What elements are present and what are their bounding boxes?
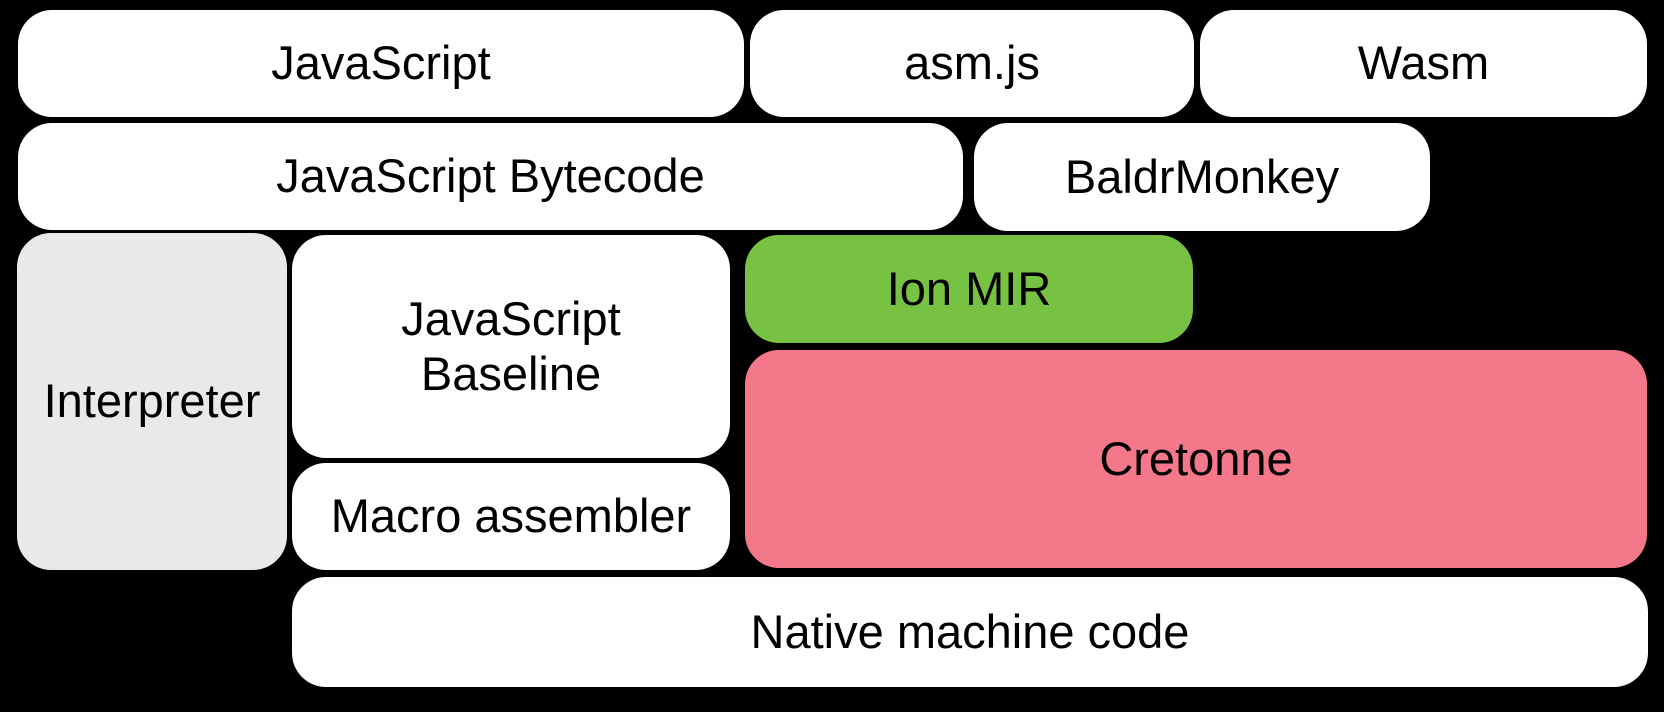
node-cretonne-label: Cretonne (1099, 431, 1293, 485)
node-asmjs: asm.js (750, 10, 1194, 117)
node-baldrmonkey-label: BaldrMonkey (1064, 149, 1340, 203)
node-ion-mir: Ion MIR (745, 235, 1193, 343)
node-ion-mir-label: Ion MIR (886, 261, 1052, 315)
node-javascript-baseline-label: JavaScript Baseline (401, 291, 621, 400)
node-macro-assembler: Macro assembler (292, 463, 730, 570)
node-javascript-label: JavaScript (271, 36, 491, 90)
node-asmjs-label: asm.js (904, 36, 1040, 90)
node-native-machine-code-label: Native machine code (750, 604, 1190, 658)
node-interpreter: Interpreter (17, 233, 287, 570)
node-javascript-bytecode: JavaScript Bytecode (18, 123, 963, 230)
node-interpreter-label: Interpreter (43, 374, 261, 428)
node-cretonne: Cretonne (745, 350, 1647, 568)
node-javascript-bytecode-label: JavaScript Bytecode (276, 149, 705, 203)
node-wasm-label: Wasm (1357, 36, 1490, 90)
node-javascript-baseline: JavaScript Baseline (292, 235, 730, 458)
node-wasm: Wasm (1200, 10, 1647, 117)
node-macro-assembler-label: Macro assembler (330, 489, 692, 543)
node-javascript: JavaScript (18, 10, 744, 117)
node-baldrmonkey: BaldrMonkey (974, 123, 1430, 231)
node-native-machine-code: Native machine code (292, 577, 1648, 687)
